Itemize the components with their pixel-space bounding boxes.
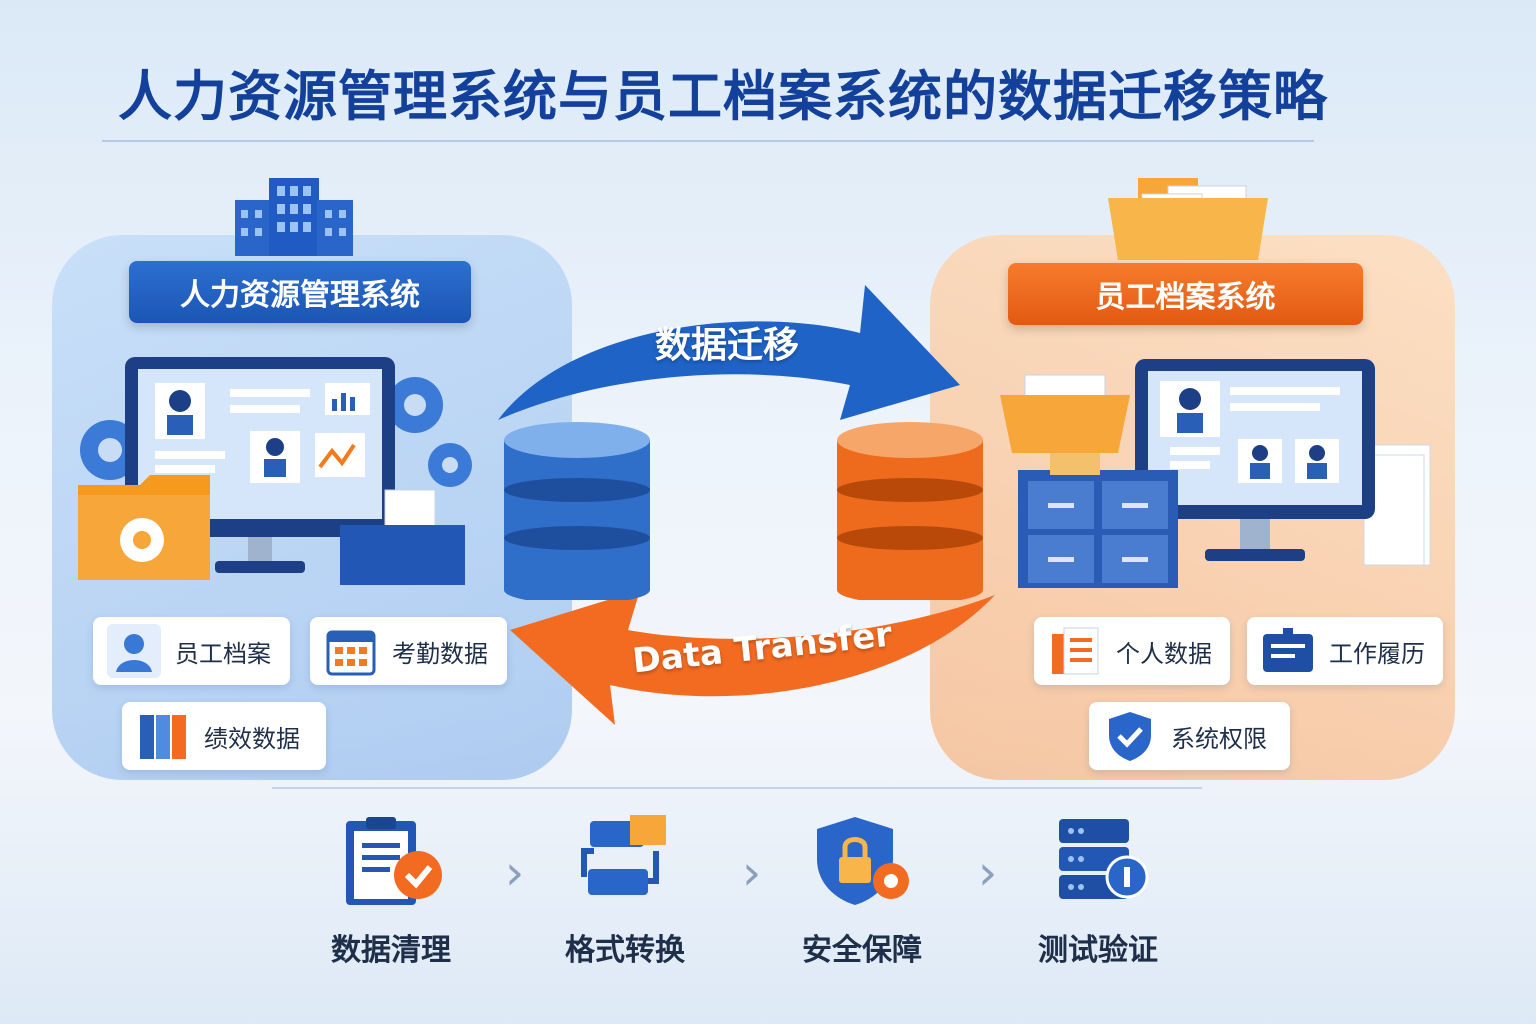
file-cabinet-icon [1018,470,1178,588]
target-database-icon [837,422,983,600]
chip-label: 考勤数据 [392,639,488,668]
hr-system-label: 人力资源管理系统 [129,261,471,323]
office-building-icon [235,178,353,256]
step-label: 安全保障 [802,933,922,968]
title-divider [102,140,1314,142]
top-migration-arrow [498,285,960,420]
step-label: 格式转换 [565,933,685,968]
gear-folder-icon [78,475,210,580]
server-test-icon [1059,819,1149,899]
user-icon [107,624,161,678]
chip-performance-data: 绩效数据 [122,702,326,770]
step-label: 测试验证 [1038,933,1158,968]
chip-label: 工作履历 [1329,639,1425,668]
id-card-icon [1263,628,1313,672]
steps-divider [272,787,1202,789]
calendar-icon [326,630,376,676]
chevron-right-icon: › [978,845,998,901]
chip-personal-data: 个人数据 [1034,617,1230,685]
step-security-assurance: 安全保障 [767,815,957,969]
chip-work-history: 工作履历 [1247,617,1443,685]
chip-label: 个人数据 [1116,639,1212,668]
bottom-migration-arrow [510,590,995,725]
step-format-conversion: 格式转换 [530,815,720,969]
document-tray-icon [340,489,465,585]
migration-arrow-label: 数据迁移 [655,325,800,366]
open-folder-icon [1000,374,1130,475]
binders-icon [140,715,186,759]
page-title: 人力资源管理系统与员工档案系统的数据迁移策略 [118,65,1328,128]
clipboard-check-icon [346,817,442,905]
source-database-icon [504,422,650,600]
chip-system-permissions: 系统权限 [1089,702,1290,770]
employee-archive-system-label: 员工档案系统 [1008,263,1363,325]
chip-label: 绩效数据 [204,724,300,753]
chip-label: 系统权限 [1171,724,1267,753]
convert-icon [581,815,666,895]
chip-employee-records: 员工档案 [93,617,290,685]
hr-workstation-illustration [78,357,472,585]
document-stack-icon [1052,627,1099,675]
shield-check-icon [1109,712,1151,761]
chevron-right-icon: › [742,845,762,901]
step-test-verification: 测试验证 [1003,815,1193,969]
chevron-right-icon: › [505,845,525,901]
security-lock-icon [817,817,909,905]
archive-workstation-illustration [1000,359,1431,588]
chip-attendance-data: 考勤数据 [310,617,507,685]
folder-files-icon [1108,178,1268,260]
step-data-cleaning: 数据清理 [296,815,486,969]
migration-arrows [498,285,995,725]
chip-label: 员工档案 [175,639,271,668]
step-label: 数据清理 [331,933,451,968]
